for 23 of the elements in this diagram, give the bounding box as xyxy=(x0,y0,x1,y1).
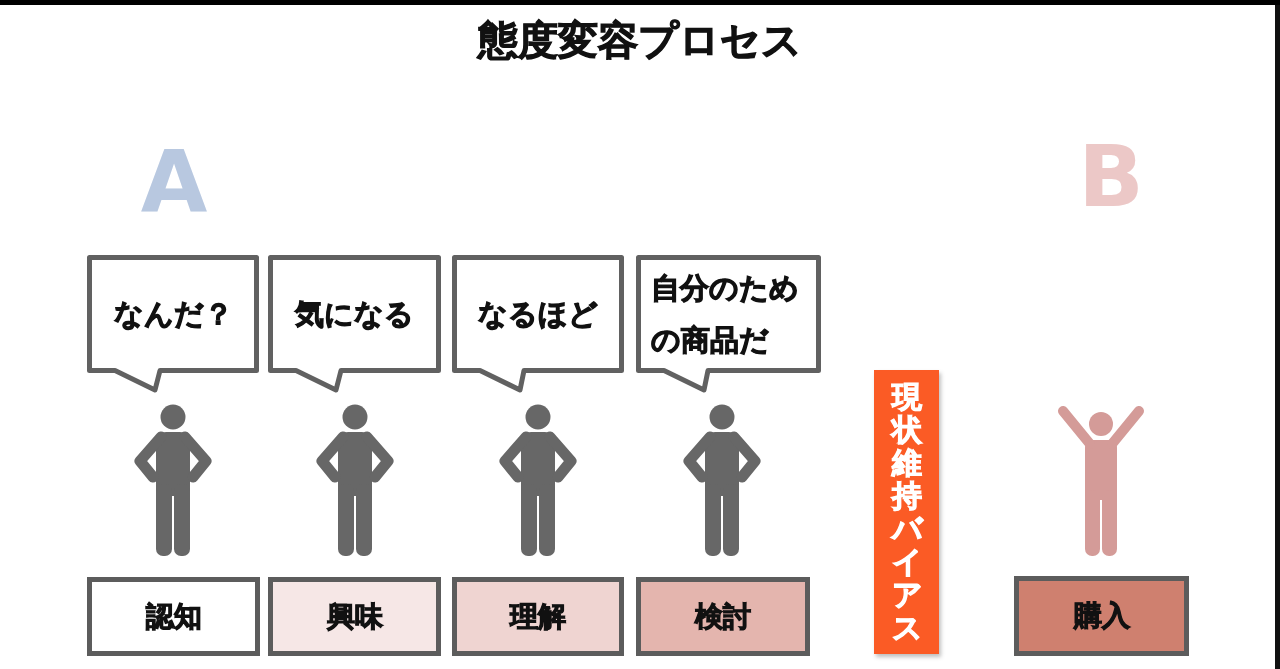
stage-box xyxy=(452,577,624,656)
stage-label: 購入 xyxy=(1073,599,1130,633)
bubble-text: なるほど xyxy=(478,296,598,333)
stage-box xyxy=(87,577,260,656)
bubble-text: なんだ？ xyxy=(113,296,233,333)
speech-bubble xyxy=(636,255,821,393)
stage-box xyxy=(636,577,810,656)
stage-label: 検討 xyxy=(695,599,751,634)
bubble-text: 気になる xyxy=(295,296,414,333)
bias-banner xyxy=(874,370,939,654)
speech-bubble xyxy=(87,255,259,393)
speech-bubble xyxy=(268,255,441,393)
stage-letter: B xyxy=(1078,133,1144,219)
bubble-text: 自分のための商品だ xyxy=(650,270,800,359)
speech-bubble xyxy=(452,255,624,393)
banner-text: 現状維持バイアス xyxy=(891,380,922,644)
stage-letter: A xyxy=(140,138,208,224)
stage-label: 理解 xyxy=(510,599,566,634)
stage-label: 認知 xyxy=(145,599,202,634)
title: 態度変容プロセス xyxy=(478,16,802,64)
stage-box xyxy=(1014,576,1189,656)
stage-box xyxy=(268,577,441,656)
stage-label: 興味 xyxy=(326,599,383,634)
